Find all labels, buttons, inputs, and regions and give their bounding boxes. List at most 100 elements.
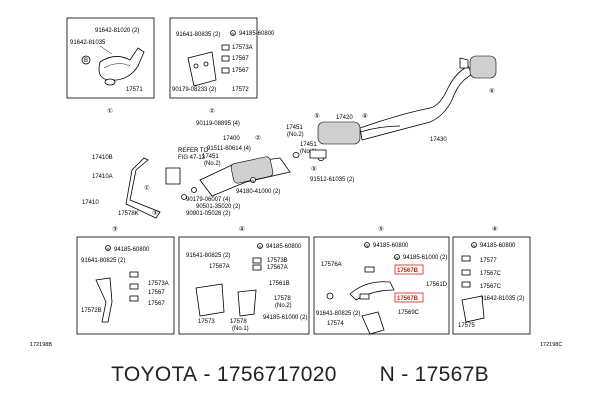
panel-1-label-2: 17571 <box>126 87 143 93</box>
caption-brand: TOYOTA <box>111 363 198 386</box>
main-label-bottom-2: 90501-35020 (2) <box>196 204 240 210</box>
exhaust-parts-diagram: 91642-81020 (2) 91642-81035 B 17571 ① 91… <box>30 17 562 348</box>
main-label-top-0: 90119-08895 (4) <box>196 121 240 127</box>
panel-4-label-7: (No.2) <box>275 303 292 309</box>
main-label-refer-0: REFER TO <box>178 148 208 154</box>
panel-4-label-11: 94185-61000 (2) <box>263 315 307 321</box>
svg-text:N: N <box>259 244 262 249</box>
panel-6-number: ⑥ <box>492 226 498 233</box>
svg-text:N: N <box>107 246 110 251</box>
caption-ref-code: 17567B <box>414 363 489 386</box>
main-label-bottom-0: 94180-41000 (2) <box>236 189 280 195</box>
panel-4-label-5: 17561B <box>269 281 290 287</box>
svg-text:N: N <box>473 243 476 248</box>
main-label-top-12: (No.1) <box>300 149 317 155</box>
panel-4-label-3: 17567A <box>209 264 230 270</box>
panel-2-label-0: 91641-80835 (2) <box>176 32 220 38</box>
panel-4-label-10: (No.1) <box>232 326 249 332</box>
panel-5-label-8: 17574 <box>327 321 344 327</box>
panel-5-label-4: 17561D <box>426 282 448 288</box>
corner-code-right: 172198C <box>540 342 562 348</box>
panel-3-number: ③ <box>112 226 118 233</box>
panel-2-label-6: 17572 <box>232 87 249 93</box>
panel-5-label-3: 17567B <box>397 268 419 274</box>
panel-1-number: ① <box>107 108 113 115</box>
panel-6-label-4: 91642-81035 (2) <box>480 296 524 302</box>
panel-6-label-3: 17567C <box>480 284 502 290</box>
panel-6-label-5: 17575 <box>458 323 475 329</box>
main-label-left-3: 17578K <box>118 211 139 217</box>
panel-6-label-2: 17567C <box>480 271 502 277</box>
panel-1: 91642-81020 (2) 91642-81035 B 17571 ① <box>66 17 155 115</box>
main-label-bottom-3: 90901-05026 (2) <box>186 211 230 217</box>
main-label-bottom-4: 91512-61035 (2) <box>310 177 354 183</box>
panel-4: ④ N 94185-60800 91641-80825 (2) 17573B 1… <box>178 226 310 335</box>
main-label-top-3: 91511-80614 (4) <box>207 146 251 152</box>
main-label-top-1: 17400 <box>223 136 240 142</box>
svg-text:N: N <box>252 178 255 183</box>
panel-6: ⑥ N 94185-60800 17577 17567C 17567C 9164… <box>452 226 531 335</box>
panel-6-label-1: 17577 <box>480 258 497 264</box>
panel-4-label-4: 17567A <box>267 265 288 271</box>
svg-text:N: N <box>366 243 369 248</box>
panel-5: ⑤ N 94185-60800 17576A N 94185-61000 (2)… <box>313 226 450 335</box>
panel-1-label-0: 91642-81020 (2) <box>95 28 139 34</box>
panel-3-label-0: 94185-60800 <box>114 247 150 253</box>
panel-3-label-5: 17572B <box>81 308 102 314</box>
main-assembly: 17430 ⑥ 17420 ④ ⑤ 17451 (No.2) 17451 (No… <box>82 55 497 219</box>
caption-gap <box>337 363 380 387</box>
panel-3-label-2: 17573A <box>148 281 169 287</box>
caption-separator: - <box>197 363 217 386</box>
main-label-bottom-5: ⑤ <box>311 166 317 173</box>
panel-5-label-7: 17569C <box>398 310 420 316</box>
main-label-top-2: ② <box>255 135 261 142</box>
main-label-left-0: 17410B <box>92 155 113 161</box>
panel-4-number: ④ <box>239 226 245 233</box>
panel-2-label-3: 17567 <box>232 56 249 62</box>
panel-4-label-1: 91641-80825 (2) <box>186 253 230 259</box>
panel-1-label-1: 91642-81035 <box>70 40 106 46</box>
panel-5-label-1: 17576A <box>321 262 342 268</box>
caption-part-number: 1756717020 <box>216 363 337 386</box>
panel-5-label-2: 94185-61000 (2) <box>403 255 447 261</box>
main-label-left-6: 17451 <box>202 154 219 160</box>
main-label-top-5: (No.2) <box>287 132 304 138</box>
panel-2-label-2: 17573A <box>232 45 253 51</box>
panel-2-label-5: 90179-08233 (2) <box>172 87 216 93</box>
panel-5-label-5: 17567B <box>397 296 419 302</box>
panel-2: 91641-80835 (2) N 94185-60800 17573A 175… <box>169 17 275 115</box>
main-label-left-7: (No.2) <box>204 161 221 167</box>
main-label-top-4: 17451 <box>286 125 303 131</box>
corner-code-left: 172198B <box>30 342 52 348</box>
panel-5-label-0: 94185-60800 <box>373 243 409 249</box>
svg-text:N: N <box>396 255 399 260</box>
panel-3-label-1: 91641-80825 (2) <box>81 258 125 264</box>
panel-4-label-9: 17578 <box>230 319 247 325</box>
panel-5-label-6: 91641-80825 (2) <box>316 311 360 317</box>
panel-3-label-3: 17567 <box>148 290 165 296</box>
svg-text:N: N <box>232 31 235 36</box>
caption-ref-prefix: N - <box>379 363 415 386</box>
panel-4-label-2: 17573B <box>267 258 288 264</box>
main-label-top-9: 17430 <box>430 137 447 143</box>
main-label-bottom-1: 90179-06007 (4) <box>186 197 230 203</box>
svg-text:B: B <box>84 58 88 64</box>
panel-3-label-4: 17567 <box>148 301 165 307</box>
main-label-top-7: ④ <box>362 113 368 120</box>
panel-2-number: ② <box>209 108 215 115</box>
main-label-left-2: 17410 <box>82 200 99 206</box>
main-label-left-5: ③ <box>152 210 158 217</box>
panel-2-label-1: 94185-60800 <box>239 31 275 37</box>
main-label-top-11: 17451 <box>300 142 317 148</box>
panel-2-label-4: 17567 <box>232 68 249 74</box>
main-label-left-1: 17410A <box>92 174 113 180</box>
part-caption: TOYOTA - 1756717020 N - 17567B <box>0 350 600 400</box>
main-label-left-4: ① <box>144 185 150 192</box>
panel-4-label-6: 17578 <box>274 296 291 302</box>
main-label-refer-1: FIG 47-13 <box>178 155 206 161</box>
panel-4-label-8: 17573 <box>198 319 215 325</box>
panel-5-number: ⑤ <box>378 226 384 233</box>
panel-6-label-0: 94185-60800 <box>480 243 516 249</box>
main-label-top-10: ⑥ <box>489 88 495 95</box>
main-label-top-8: ⑤ <box>314 113 320 120</box>
